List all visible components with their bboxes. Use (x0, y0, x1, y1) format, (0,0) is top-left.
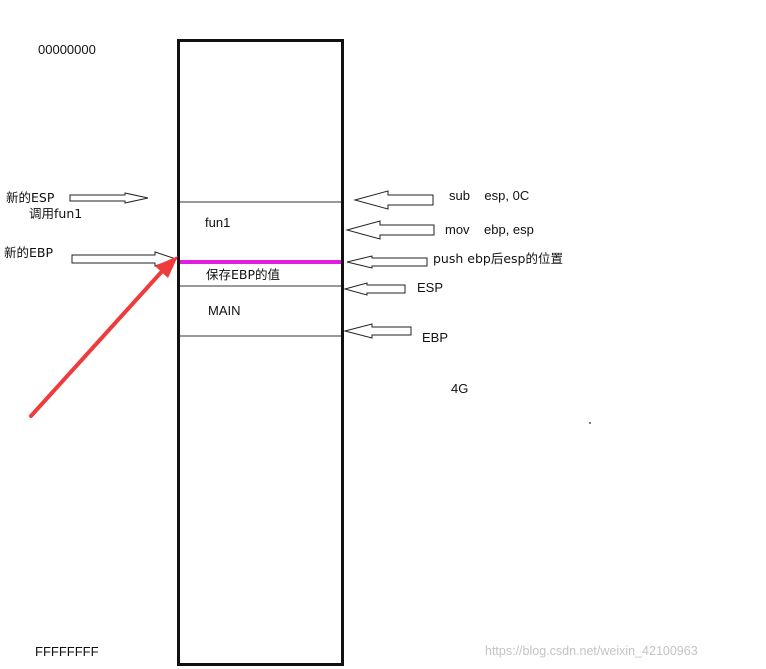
new-esp-arrow (69, 192, 149, 204)
saved-ebp-label: 保存EBP的值 (206, 267, 281, 282)
top-address: 00000000 (38, 42, 96, 57)
new-ebp-label: 新的EBP (4, 245, 54, 260)
ebp-label: EBP (422, 330, 449, 345)
stack-column (177, 39, 344, 666)
mov-arrow (345, 220, 435, 240)
main-label: MAIN (208, 303, 241, 318)
sub-arrow (353, 190, 434, 210)
bottom-address: FFFFFFFF (35, 644, 99, 659)
ebp-arrow (343, 323, 412, 339)
pointer-arrowhead (155, 256, 178, 278)
call-fun1-label: 调用fun1 (29, 206, 83, 221)
esp-label: ESP (417, 280, 444, 295)
fun1-label: fun1 (205, 215, 231, 230)
memory-limit: 4G (451, 381, 469, 396)
sub-instruction: sub esp, 0C (449, 188, 530, 203)
push-note: push ebp后esp的位置 (433, 251, 563, 266)
mov-instruction: mov ebp, esp (445, 222, 534, 237)
watermark: https://blog.csdn.net/weixin_42100963 (485, 644, 698, 658)
esp-arrow (343, 282, 406, 296)
push-arrow (346, 255, 428, 269)
pointer-arrow-line (29, 266, 167, 418)
stray-dot (589, 422, 591, 424)
new-esp-label: 新的ESP (6, 190, 55, 205)
